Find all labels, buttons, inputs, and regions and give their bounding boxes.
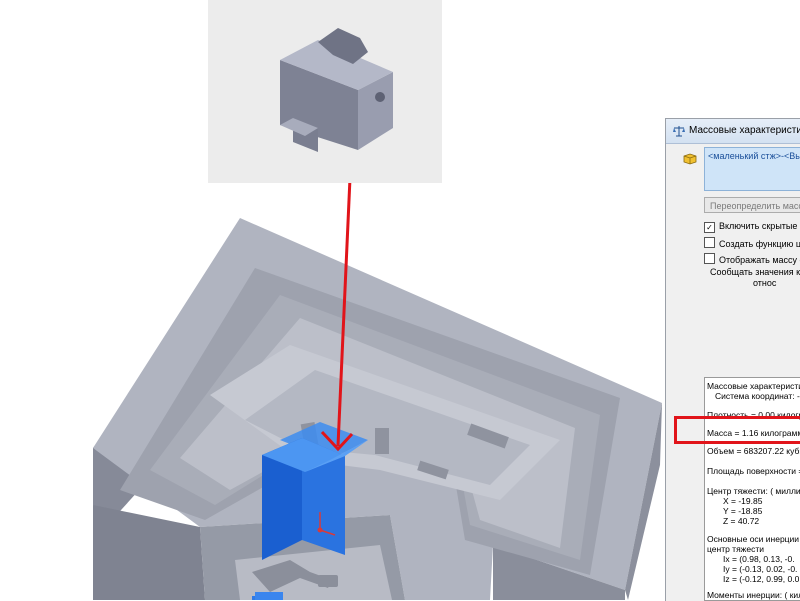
triad-origin bbox=[317, 527, 323, 533]
dialog-titlebar[interactable]: Массовые характеристики bbox=[666, 119, 800, 144]
recalculate-button[interactable]: Переопределить массов bbox=[704, 197, 800, 213]
pad-feature bbox=[318, 575, 338, 587]
center-of-gravity-header: Центр тяжести: ( милли bbox=[707, 486, 800, 496]
mold-right-face bbox=[625, 403, 662, 600]
checkbox-box[interactable]: ✓ bbox=[704, 222, 715, 233]
checkbox-label: Отображать массу сва bbox=[719, 255, 800, 265]
part-preview-inset bbox=[208, 0, 442, 183]
cog-x: X = -19.85 bbox=[723, 496, 763, 506]
mold-left-front-face bbox=[93, 505, 205, 600]
selected-items-list[interactable]: <маленький стж>-<Выр bbox=[704, 147, 800, 191]
cog-y: Y = -18.85 bbox=[723, 506, 763, 516]
selected-part-front bbox=[262, 438, 302, 560]
volume-value: Объем = 683207.22 куби bbox=[707, 446, 800, 456]
axis-iy: Iy = (-0.13, 0.02, -0. bbox=[723, 564, 798, 574]
mold-right-front-face bbox=[493, 545, 625, 600]
show-mass-checkbox[interactable]: Отображать массу сва bbox=[704, 253, 800, 267]
slot-feature bbox=[375, 428, 389, 454]
callout-arrow-shaft bbox=[336, 177, 352, 447]
callout-arrow-head bbox=[320, 430, 354, 452]
slot-feature bbox=[417, 460, 449, 480]
slot-feature bbox=[467, 423, 509, 449]
inner-pocket bbox=[245, 370, 530, 485]
axis-ix: Ix = (0.98, 0.13, -0. bbox=[723, 554, 795, 564]
create-center-checkbox[interactable]: Создать функцию цен bbox=[704, 237, 800, 251]
scales-icon bbox=[673, 126, 685, 137]
principal-axes-header: Основные оси инерции и bbox=[707, 534, 800, 544]
density-value: Плотность = 0.00 килогр bbox=[707, 410, 800, 420]
selected-part-back bbox=[280, 422, 368, 460]
results-panel[interactable]: Массовые характеристи Система координат:… bbox=[704, 377, 800, 601]
cog-z: Z = 40.72 bbox=[723, 516, 760, 526]
moments-header: Моменты инерции: ( кило bbox=[707, 590, 800, 600]
include-hidden-checkbox[interactable]: ✓ Включить скрытые те bbox=[704, 221, 800, 235]
part-preview-tab-top bbox=[280, 118, 318, 136]
results-header: Массовые характеристи bbox=[707, 381, 800, 391]
triad-x-axis bbox=[319, 529, 336, 536]
checkbox-box[interactable] bbox=[704, 237, 715, 248]
report-coords-label: Сообщать значения коо bbox=[710, 267, 800, 277]
axis-iz: Iz = (-0.12, 0.99, 0.0 bbox=[723, 574, 800, 584]
mass-highlight-box bbox=[674, 416, 800, 444]
surface-area-value: Площадь поверхности = bbox=[707, 466, 800, 476]
part-selection-icon bbox=[683, 153, 697, 165]
dialog-title: Массовые характеристики bbox=[689, 125, 800, 136]
part-preview-body-top bbox=[280, 40, 393, 90]
lever-feature bbox=[252, 560, 332, 592]
selected-part-lower bbox=[255, 592, 283, 600]
part-preview-body-side bbox=[358, 72, 393, 150]
checkbox-label: Включить скрытые те bbox=[719, 221, 800, 231]
selected-item[interactable]: <маленький стж>-<Выр bbox=[708, 151, 800, 161]
coord-system: Система координат: - bbox=[715, 391, 800, 401]
checkbox-box[interactable] bbox=[704, 253, 715, 264]
part-preview-boss bbox=[375, 92, 385, 102]
part-preview-slot bbox=[318, 28, 368, 64]
checkbox-label: Создать функцию цен bbox=[719, 239, 800, 249]
mass-value: Масса = 1.16 килограмм bbox=[707, 428, 800, 438]
principal-axes-header-2: центр тяжести bbox=[707, 544, 764, 554]
report-coords-label-2: относ bbox=[753, 278, 777, 288]
mass-properties-dialog: Массовые характеристики <маленький стж>-… bbox=[665, 118, 800, 601]
